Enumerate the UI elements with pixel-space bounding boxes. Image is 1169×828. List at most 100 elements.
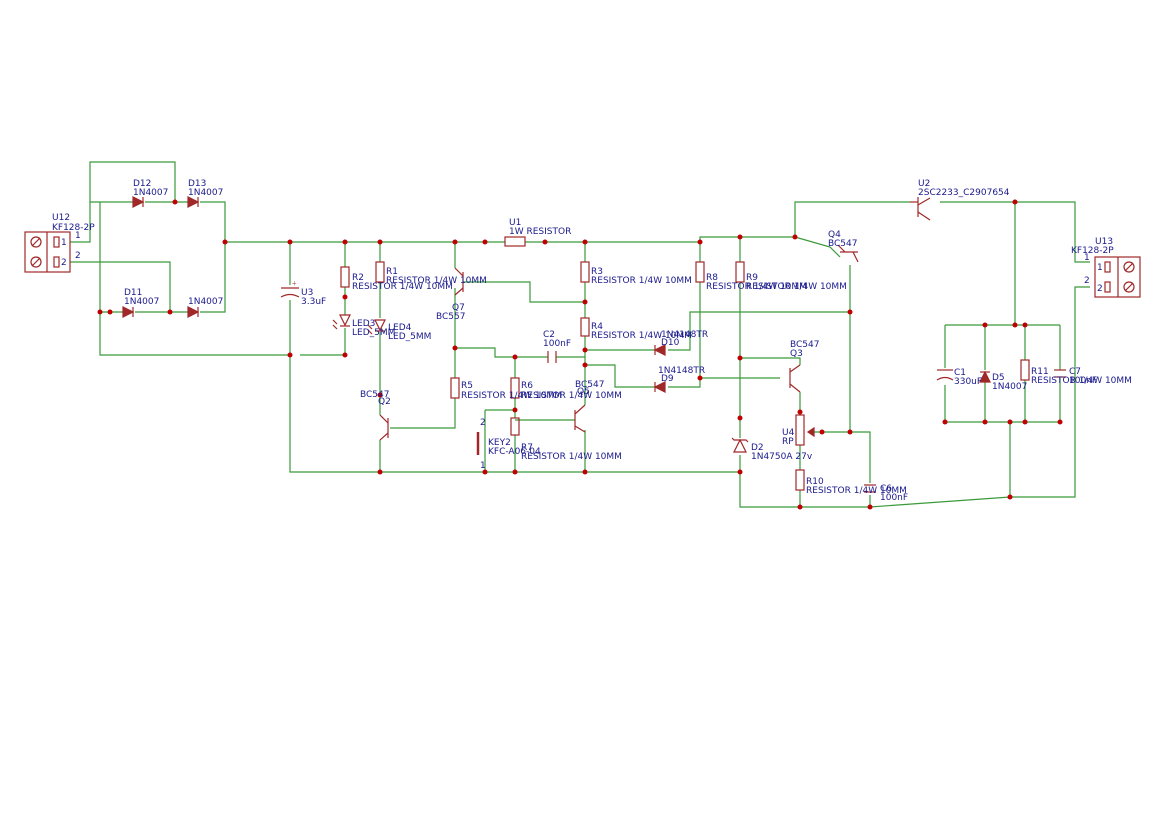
terminal-block-u13 [1094,256,1141,298]
zener-d2 [731,437,749,453]
resistor-r4 [580,317,590,337]
d5-ref: D5 [992,373,1005,383]
capacitor-c2 [547,351,557,363]
u13-value: KF128-2P [1071,246,1114,256]
key2-ref: KEY2 [488,438,511,448]
d12-ref: D12 [133,179,151,189]
u12-pin1-inner: 1 [61,238,67,248]
diode-d11 [122,306,135,318]
transistor-u2 [910,197,931,221]
c1-value: 330uF [954,377,982,387]
d10-ref: D10 [661,338,680,348]
c7-value: 100nF [1069,376,1097,386]
r1-value: RESISTOR 1/4W 10MM [386,276,487,286]
q5-ref: Q5 [577,387,590,397]
u1-value: 1W RESISTOR [509,227,571,237]
r2-value: RESISTOR 1/4W 10MM [352,282,453,292]
q3-ref: Q3 [790,349,803,359]
transistor-q2 [379,414,389,441]
resistor-u1 [504,236,526,247]
r6-value: RESISTOR 1/4W 10MM [521,391,622,401]
resistor-r10 [795,469,805,491]
d2-ref: D2 [751,443,764,453]
u12-value: KF128-2P [52,223,95,233]
transistor-q7 [454,267,464,296]
r3-value: RESISTOR 1/4W 10MM [591,276,692,286]
r9-value: RESISTOR 1/4W 10MM [746,282,847,292]
q7-value: BC557 [436,312,465,322]
c2-ref: C2 [543,330,555,340]
terminal-block-u12 [24,231,71,273]
d14-value: 1N4007 [188,297,223,307]
r4-value: RESISTOR 1/4W 10MM [591,331,692,341]
transistor-q5 [574,404,586,433]
q4-value: BC547 [828,239,857,249]
r8-value: RESISTOR 1/4W 10MM [706,282,807,292]
component-symbols: + [24,196,1141,493]
u12-ref: U12 [52,213,70,223]
c1-ref: C1 [954,368,966,378]
r2-ref: R2 [352,273,364,283]
d11-value: 1N4007 [124,297,159,307]
capacitor-c7 [1054,369,1066,378]
resistor-r6 [510,377,520,399]
r1-ref: R1 [386,267,398,277]
potentiometer-u4 [795,414,815,446]
led-led3 [332,314,351,330]
key2-pin1: 1 [480,461,486,471]
d9-ref: D9 [661,374,674,384]
d9-value: 1N4148TR [658,366,705,376]
resistor-r1 [375,261,385,283]
led4-ref: LED4 [388,323,412,333]
capacitor-u3: + [280,279,300,298]
q7-ref: Q7 [452,303,465,313]
d5-value: 1N4007 [992,382,1027,392]
u12-pin1: 1 [75,231,81,241]
u12-pin2-inner: 2 [61,258,67,268]
u4-value: RP [782,437,794,447]
r11-value: RESISTOR 1/4W 10MM [1031,376,1132,386]
r5-value: RESISTOR 1/4W 10MM [461,391,562,401]
u2-ref: U2 [918,179,930,189]
u13-pin2-inner: 2 [1097,284,1103,294]
q2-value: BC547 [360,390,389,400]
u3-value: 3.3uF [301,297,326,307]
c6-value: 100nF [880,493,908,503]
r9-ref: R9 [746,273,758,283]
resistor-r2 [340,266,350,288]
d13-value: 1N4007 [188,188,223,198]
diode-d10 [653,344,666,356]
u12-pin2: 2 [75,251,81,261]
r3-ref: R3 [591,267,603,277]
transistor-q3 [789,364,801,393]
resistor-r5 [450,377,460,399]
d2-value: 1N4750A 27v [751,452,813,462]
r4-ref: R4 [591,322,603,332]
led3-value: LED_5MM [352,328,395,338]
key2-value: KFC-A06-04 [488,447,541,457]
diode-d9 [653,381,666,393]
d13-ref: D13 [188,179,206,189]
transistor-q4 [837,244,859,263]
diode-d12 [132,196,145,208]
led3-ref: LED3 [352,319,375,329]
resistor-r7 [510,417,520,436]
u13-pin2: 2 [1084,276,1090,286]
d11-ref: D11 [124,288,142,298]
labels: U12 KF128-2P 1 2 1 2 D12 1N4007 D13 1N40… [52,179,1132,503]
r6-ref: R6 [521,381,533,391]
capacitor-c6 [864,484,876,493]
u13-pin1-inner: 1 [1097,263,1103,273]
u1-ref: U1 [509,218,521,228]
c6-ref: C6 [880,484,892,494]
r5-ref: R5 [461,381,473,391]
diode-d13 [187,196,200,208]
resistor-r11 [1020,359,1030,381]
junctions [97,199,1063,510]
u13-ref: U13 [1095,237,1113,247]
diode-d5 [979,370,991,383]
u2-value: 2SC2233_C2907654 [918,188,1010,198]
q4-ref: Q4 [828,230,841,240]
r11-ref: R11 [1031,367,1049,377]
